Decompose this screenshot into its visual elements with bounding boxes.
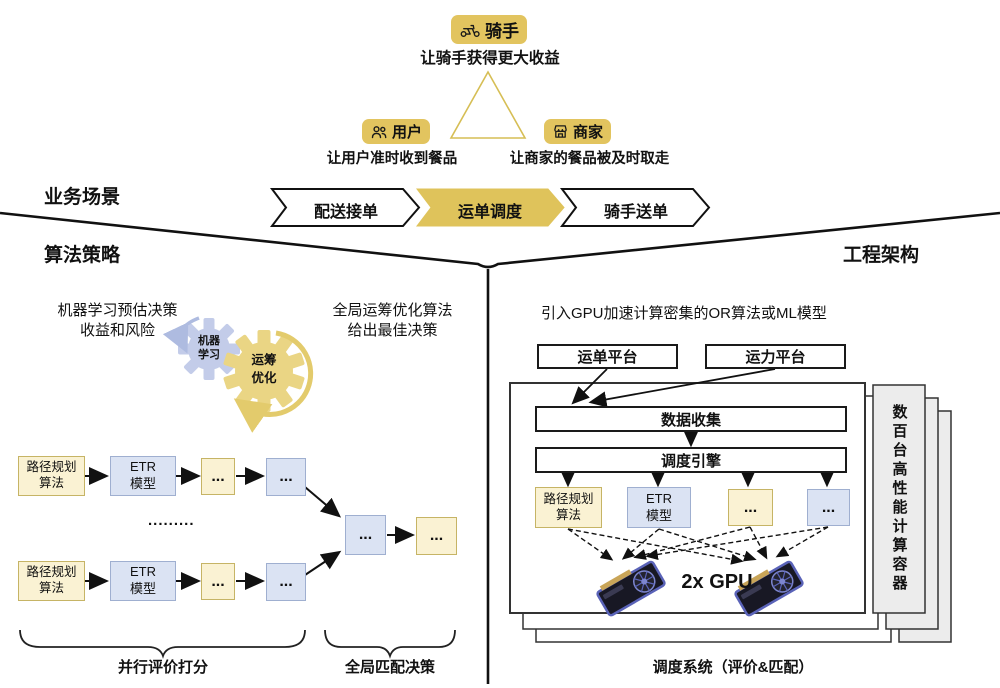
route-line2: 算法: [38, 581, 64, 595]
gpu-icon: [734, 560, 804, 617]
user-badge-label: 用户: [392, 124, 423, 141]
route-line1: 路径规划: [26, 565, 77, 580]
gpu-icon: [596, 560, 666, 617]
ml-description-line2: 收益和风险: [79, 322, 155, 340]
ellipsis-box: ...: [201, 458, 235, 495]
scooter-icon: [460, 24, 480, 37]
ml-description: 机器学习预估决策 收益和风险: [25, 301, 210, 342]
ml-cycle-arrow: [162, 316, 200, 354]
step-waybill-dispatch: 运单调度: [457, 204, 522, 221]
route-line2: 算法: [38, 476, 64, 490]
gear-ml-label: 机器 学习: [186, 335, 232, 363]
route-line1: 路径规划: [26, 460, 77, 475]
etr-line2: 模型: [129, 476, 156, 491]
or-description-line2: 给出最佳决策: [347, 322, 438, 340]
label-global-matching: 全局匹配决策: [344, 659, 435, 676]
gear-ml-line2: 学习: [198, 348, 220, 361]
gear-ml-line1: 机器: [198, 335, 220, 347]
operations-research-gear-icon: [223, 330, 305, 412]
route-planning-box-row1: 路径规划 算法: [18, 456, 85, 496]
etr-line2: 模型: [129, 581, 156, 596]
or-description-line1: 全局运筹优化算法: [332, 302, 453, 319]
route-planning-box-row2: 路径规划 算法: [18, 561, 85, 601]
gear-or-line1: 运筹: [251, 353, 277, 367]
goals-triangle: [449, 70, 527, 139]
ellipsis-box: ...: [201, 563, 235, 600]
storefront-icon: [554, 125, 567, 138]
user-goal-text: 让用户准时收到餐品: [326, 151, 458, 167]
rider-goal-text: 让骑手获得更大收益: [420, 50, 560, 67]
engineering-arrows: [558, 368, 837, 488]
step-accept-order: 配送接单: [313, 204, 378, 221]
etr-line1: ETR: [130, 564, 156, 580]
user-badge: 用户: [362, 119, 431, 144]
final-decision-box: ...: [416, 517, 457, 555]
route-planning-box-engine: 路径规划 算法: [535, 487, 602, 528]
label-parallel-scoring: 并行评价打分: [117, 659, 208, 676]
compute-container-label: 数百台高性能计算容器: [890, 404, 908, 594]
data-collection-box: 数据收集: [535, 406, 847, 432]
merchant-goal-text: 让商家的餐品被及时取走: [509, 151, 670, 167]
dispatch-engine-box: 调度引擎: [535, 447, 847, 473]
rider-badge: 骑手: [451, 15, 527, 44]
route-line1: 路径规划: [543, 491, 594, 506]
etr-line1: ETR: [646, 490, 672, 506]
brace-global-matching: [324, 629, 456, 659]
waybill-platform-box: 运单平台: [537, 344, 678, 369]
gear-or-label: 运筹 优化: [238, 352, 290, 387]
route-line2: 算法: [555, 507, 581, 522]
section-divider-v: [0, 211, 1000, 269]
etr-model-box-engine: ETR 模型: [627, 487, 691, 528]
machine-learning-gear-icon: [178, 318, 240, 380]
gpu-note: 引入GPU加速计算密集的OR算法或ML模型: [541, 305, 827, 322]
pipeline-arrows: [85, 467, 415, 590]
ml-description-line1: 机器学习预估决策: [57, 302, 178, 319]
step-rider-deliver: 骑手送单: [603, 204, 668, 221]
merchant-badge-label: 商家: [573, 124, 604, 141]
etr-line1: ETR: [130, 459, 156, 475]
brace-parallel-scoring: [19, 629, 306, 659]
merchant-badge: 商家: [544, 119, 612, 144]
rows-separator-dots: .........: [148, 512, 195, 529]
etr-model-box-row1: ETR 模型: [110, 456, 176, 496]
gpu-count-label: 2x GPU: [681, 571, 753, 593]
capacity-platform-box: 运力平台: [705, 344, 846, 369]
rider-badge-label: 骑手: [485, 22, 519, 41]
gpu-dispatch-dashed-arrows: [567, 526, 829, 565]
ellipsis-box: ...: [266, 458, 306, 496]
ellipsis-box: ...: [266, 563, 306, 601]
ellipsis-box: ...: [807, 489, 850, 526]
ellipsis-box: ...: [728, 489, 773, 526]
section-title-business: 业务场景: [44, 187, 121, 208]
dispatch-system-label: 调度系统（评价&匹配）: [652, 659, 814, 676]
section-title-engineering: 工程架构: [843, 245, 920, 266]
or-cycle-arrow: [233, 330, 314, 433]
merge-decision-box: ...: [345, 515, 386, 555]
chevron-step-2-active: [415, 188, 565, 227]
gear-or-line2: 优化: [251, 370, 277, 385]
users-icon: [371, 125, 387, 138]
chevron-step-1: [269, 188, 421, 227]
etr-model-box-row2: ETR 模型: [110, 561, 176, 601]
chevron-step-3: [559, 188, 711, 227]
or-description: 全局运筹优化算法 给出最佳决策: [315, 301, 470, 342]
section-title-algorithm: 算法策略: [44, 245, 121, 266]
etr-line2: 模型: [645, 507, 672, 523]
